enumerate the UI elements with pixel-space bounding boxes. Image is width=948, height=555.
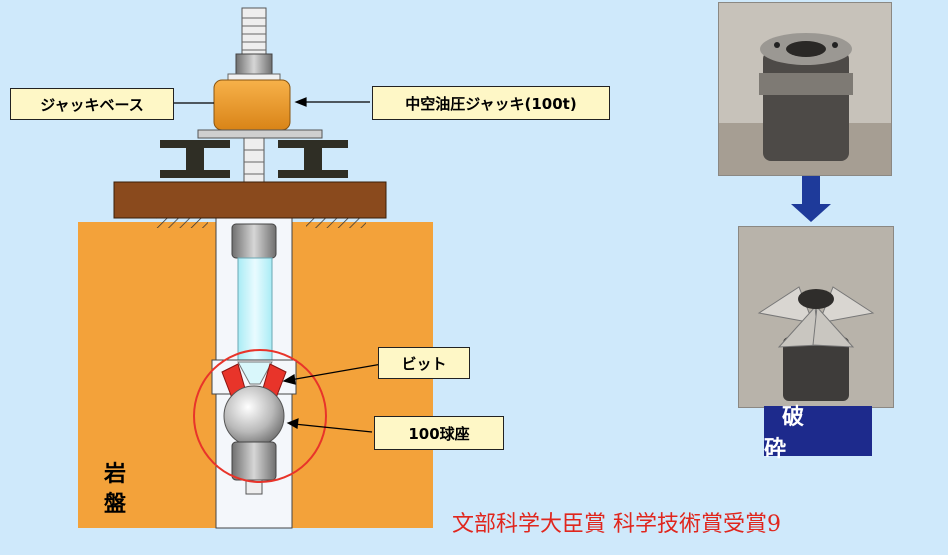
- nut-washer: [227, 73, 281, 81]
- anchor-after-illustration: [739, 227, 893, 407]
- bottom-nut: [231, 441, 277, 481]
- anchor-photo-before: [718, 2, 892, 176]
- ball-seat: [223, 385, 285, 447]
- jack-base-label: ジャッキベース: [10, 88, 174, 120]
- ball-seat-label: 100球座: [374, 416, 504, 450]
- anchor-shaft: [237, 257, 273, 363]
- break-label: 破 砕: [764, 405, 872, 462]
- bit-cone: [237, 361, 273, 385]
- rock-label-2: 盤: [104, 492, 127, 517]
- ground-hatch-left: [156, 218, 208, 228]
- hollow-jack: [213, 79, 291, 131]
- ground-hatch-right: [306, 218, 366, 228]
- award-text: 文部科学大臣賞 科学技術賞受賞9: [452, 512, 781, 537]
- anchor-before-illustration: [719, 3, 891, 175]
- down-arrow-shaft: [802, 176, 820, 206]
- borehole-nut: [231, 223, 277, 259]
- bit-label: ビット: [378, 347, 470, 379]
- rock-label-1: 岩: [104, 462, 127, 487]
- jack-plate: [197, 129, 323, 139]
- anchor-photo-after: [738, 226, 894, 408]
- top-nut: [235, 53, 273, 77]
- base-slab: [113, 181, 387, 219]
- hollow-jack-label: 中空油圧ジャッキ(100t): [372, 86, 610, 120]
- down-arrow-head: [791, 204, 831, 222]
- highlight-circle: [193, 349, 327, 483]
- i-beams: [160, 140, 348, 178]
